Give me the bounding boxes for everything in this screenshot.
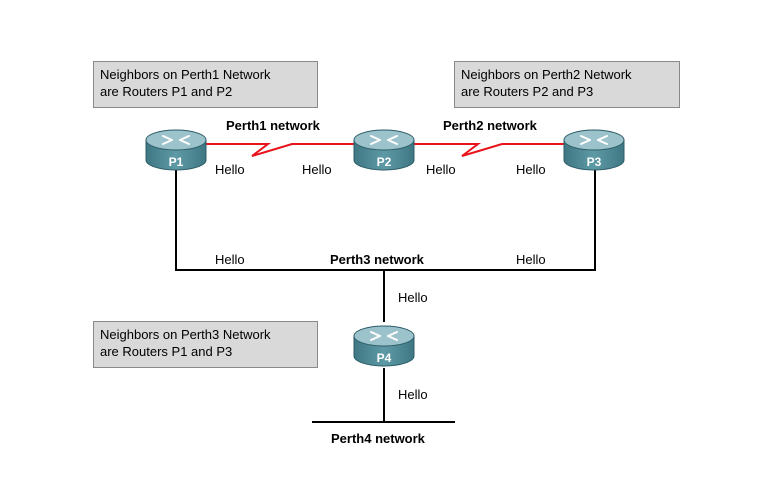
hello-p1-serial: Hello — [215, 162, 245, 177]
hello-perth3-right: Hello — [516, 252, 546, 267]
serial-link-perth2 — [414, 143, 564, 157]
note-perth1-neighbors: Neighbors on Perth1 Network are Routers … — [93, 61, 318, 108]
label-perth2-network: Perth2 network — [443, 118, 537, 133]
ethernet-perth3 — [175, 170, 596, 271]
note-perth2-line2: are Routers P2 and P3 — [461, 84, 594, 99]
label-perth1-network: Perth1 network — [226, 118, 320, 133]
note-perth1-line2: are Routers P1 and P2 — [100, 84, 233, 99]
hello-p4-upper: Hello — [398, 290, 428, 305]
hello-p2-serial-left: Hello — [302, 162, 332, 177]
hello-p3-serial: Hello — [516, 162, 546, 177]
note-perth3-neighbors: Neighbors on Perth3 Network are Routers … — [93, 321, 318, 368]
hello-perth3-left: Hello — [215, 252, 245, 267]
note-perth3-line2: are Routers P1 and P3 — [100, 344, 233, 359]
note-perth1-line1: Neighbors on Perth1 Network — [100, 67, 271, 82]
note-perth2-line1: Neighbors on Perth2 Network — [461, 67, 632, 82]
serial-link-perth1 — [205, 143, 354, 157]
hello-p4-lower: Hello — [398, 387, 428, 402]
router-p2-label: P2 — [377, 155, 392, 169]
note-perth3-line1: Neighbors on Perth3 Network — [100, 327, 271, 342]
router-p3-label: P3 — [587, 155, 602, 169]
label-perth4-network: Perth4 network — [331, 431, 425, 446]
router-p4-label: P4 — [377, 351, 392, 365]
router-p1-label: P1 — [169, 155, 184, 169]
note-perth2-neighbors: Neighbors on Perth2 Network are Routers … — [454, 61, 680, 108]
label-perth3-network: Perth3 network — [330, 252, 424, 267]
hello-p2-serial-right: Hello — [426, 162, 456, 177]
